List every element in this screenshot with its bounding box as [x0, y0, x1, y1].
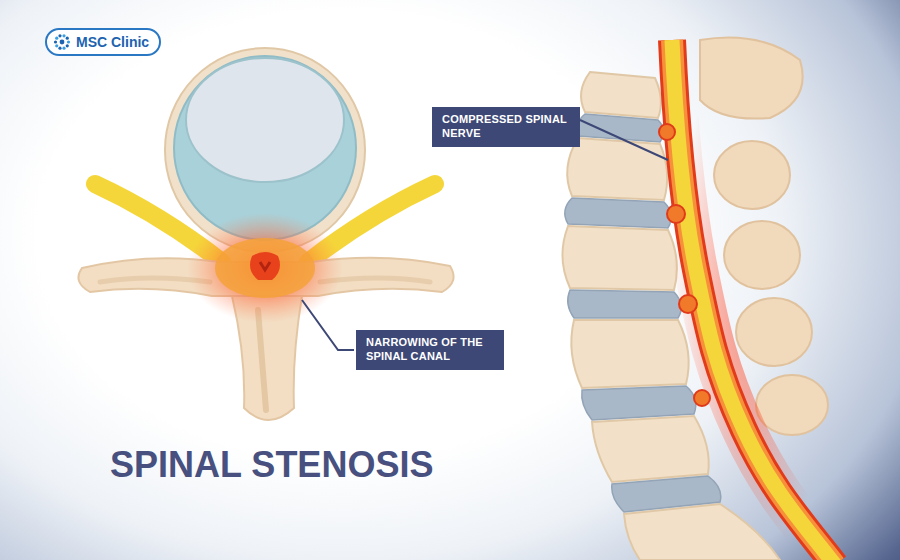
clinic-logo: MSC Clinic [45, 28, 161, 56]
leader-line [580, 120, 668, 160]
callout-box: NARROWING OF THE SPINAL CANAL [356, 330, 504, 370]
leader-line [302, 300, 354, 350]
callout-text: COMPRESSED SPINAL NERVE [442, 113, 570, 141]
logo-text: MSC Clinic [76, 34, 149, 50]
callout-text: NARROWING OF THE SPINAL CANAL [366, 336, 494, 364]
callout-box: COMPRESSED SPINAL NERVE [432, 107, 580, 147]
sagittal-spine [562, 38, 835, 560]
logo-icon [53, 33, 71, 51]
diagram-title: SPINAL STENOSIS [110, 444, 433, 486]
